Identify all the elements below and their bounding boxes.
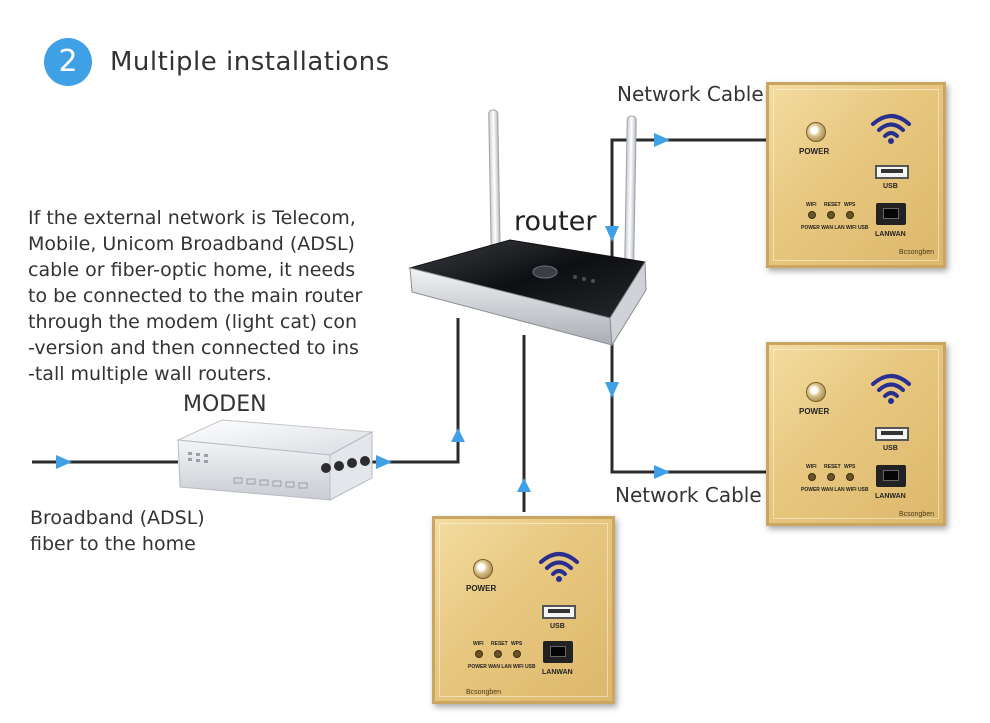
modem-router-cable <box>368 318 460 464</box>
power-label: POWER <box>466 584 497 593</box>
description-line: to be connected to the main router <box>28 285 363 307</box>
led <box>513 650 521 658</box>
arrow-icon <box>654 133 670 147</box>
power-button <box>806 122 826 142</box>
power-button <box>473 559 493 579</box>
power-button <box>806 382 826 402</box>
led-label-reset: RESET <box>824 464 841 470</box>
modem-device <box>176 419 374 501</box>
lan-port <box>876 203 906 225</box>
network-cable-label-bottom: Network Cable <box>615 483 762 507</box>
router-device <box>408 109 647 347</box>
router-mid-panel-cable <box>610 330 766 474</box>
led-label-wifi: WIFI <box>806 202 817 208</box>
broadband-label-line: Broadband (ADSL) <box>30 507 205 529</box>
description-line: If the external network is Telecom, <box>28 207 356 229</box>
router-label: router <box>514 206 597 237</box>
description-line: -version and then connected to ins <box>28 337 359 359</box>
broadband-label: Broadband (ADSL) fiber to the home <box>30 505 205 557</box>
modem-label: MODEN <box>183 392 267 417</box>
arrows <box>56 133 670 492</box>
page-title: Multiple installations <box>110 47 390 77</box>
arrow-icon <box>517 478 531 492</box>
arrow-icon <box>56 455 72 469</box>
led-label-reset: RESET <box>491 641 508 647</box>
wifi-icon <box>871 374 911 404</box>
led <box>846 473 854 481</box>
lanwan-label: LANWAN <box>875 231 906 238</box>
usb-port <box>542 605 576 619</box>
led-label-reset: RESET <box>824 202 841 208</box>
step-number-badge: 2 <box>44 38 92 86</box>
network-cable-label-top: Network Cable <box>617 82 764 106</box>
led <box>494 650 502 658</box>
led-label-wps: WPS <box>511 641 523 647</box>
description-line: through the modem (light cat) con <box>28 311 358 333</box>
wifi-icon <box>871 114 911 144</box>
lanwan-label: LANWAN <box>542 669 573 676</box>
arrow-icon <box>605 382 619 398</box>
description-text: If the external network is Telecom, Mobi… <box>28 205 408 387</box>
led <box>846 211 854 219</box>
brand-label: Bcsongben <box>466 689 502 696</box>
arrow-icon <box>605 226 619 242</box>
power-label: POWER <box>799 147 830 156</box>
arrow-icon <box>451 428 465 442</box>
usb-label: USB <box>883 183 898 190</box>
description-line: Mobile, Unicom Broadband (ADSL) <box>28 233 355 255</box>
wifi-icon <box>539 552 579 582</box>
led <box>808 211 816 219</box>
description-line: -tall multiple wall routers. <box>28 363 272 385</box>
led <box>475 650 483 658</box>
led-label-wps: WPS <box>844 464 856 470</box>
power-label: POWER <box>799 407 830 416</box>
led-status-labels: POWER WAN LAN WIFI USB <box>801 487 869 493</box>
lan-port <box>543 641 573 663</box>
arrow-icon <box>376 455 392 469</box>
usb-label: USB <box>883 445 898 452</box>
usb-port <box>875 427 909 441</box>
usb-label: USB <box>550 623 565 630</box>
lan-port <box>876 465 906 487</box>
led-label-wps: WPS <box>844 202 856 208</box>
usb-port <box>875 165 909 179</box>
led-label-wifi: WIFI <box>473 641 484 647</box>
brand-label: Bcsongben <box>899 249 935 256</box>
wall-router-panel-middle: POWER USB WIFI RESET WPS POWER WAN LAN W… <box>766 342 946 526</box>
wall-router-panel-top: POWER USB WIFI RESET WPS POWER WAN LAN W… <box>766 82 946 268</box>
led-label-wifi: WIFI <box>806 464 817 470</box>
led <box>827 211 835 219</box>
arrow-icon <box>654 465 670 479</box>
description-line: cable or fiber-optic home, it needs <box>28 259 356 281</box>
wall-router-panel-bottom: POWER USB WIFI RESET WPS POWER WAN LAN W… <box>432 516 615 704</box>
led-status-labels: POWER WAN LAN WIFI USB <box>468 664 536 670</box>
led-status-labels: POWER WAN LAN WIFI USB <box>801 225 869 231</box>
led <box>827 473 835 481</box>
broadband-label-line: fiber to the home <box>30 533 196 555</box>
led <box>808 473 816 481</box>
lanwan-label: LANWAN <box>875 493 906 500</box>
brand-label: Bcsongben <box>899 511 935 518</box>
cables <box>32 138 766 512</box>
